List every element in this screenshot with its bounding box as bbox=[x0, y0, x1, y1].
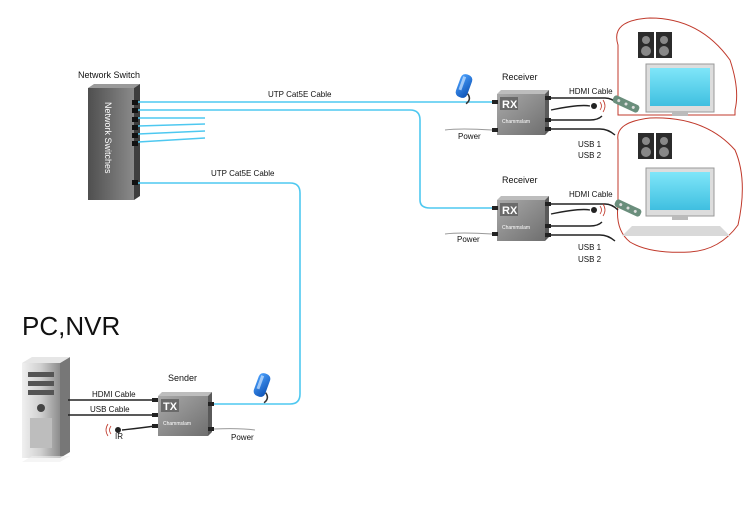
receiver-2-title: Receiver bbox=[502, 175, 538, 185]
receiver-2-usb2: USB 2 bbox=[578, 255, 602, 264]
ir-sensor-icon bbox=[105, 423, 156, 437]
receiver-1-usb2-cable bbox=[551, 128, 616, 136]
sender-usb-label: USB Cable bbox=[90, 405, 130, 414]
receiver-2-hdmi-label: HDMI Cable bbox=[569, 190, 613, 199]
sender-hdmi-label: HDMI Cable bbox=[92, 390, 136, 399]
source-title: PC,NVR bbox=[22, 311, 120, 341]
sender-brand: Chammslam bbox=[163, 421, 191, 427]
sender-title: Sender bbox=[168, 373, 197, 383]
receiver-2-usb1: USB 1 bbox=[578, 243, 602, 252]
speaker-icon bbox=[656, 133, 672, 159]
utp-cable-mid-label: UTP Cat5E Cable bbox=[211, 169, 275, 178]
monitor-icon bbox=[645, 63, 715, 116]
receiver-1-usb1: USB 1 bbox=[578, 140, 602, 149]
receiver-1-peripherals-bubble bbox=[612, 17, 738, 116]
receiver-2-power-cable bbox=[444, 232, 493, 235]
remote-icon bbox=[612, 95, 640, 113]
utp-cable-sender bbox=[138, 182, 301, 405]
network-switch-icon: Network Switches bbox=[88, 84, 140, 200]
receiver-1-usb1-cable bbox=[551, 115, 603, 121]
receiver-2-badge: RX bbox=[502, 205, 518, 217]
receiver-1-brand: Chammslam bbox=[502, 119, 530, 125]
speaker-icon bbox=[638, 32, 654, 58]
pc-tower-icon bbox=[22, 357, 70, 462]
utp-cable-receiver2 bbox=[138, 109, 497, 209]
network-switch-title: Network Switch bbox=[78, 70, 140, 80]
receiver-2-usb1-cable bbox=[551, 221, 603, 227]
sender-power-cable bbox=[213, 428, 256, 431]
receiver-1-hdmi-label: HDMI Cable bbox=[569, 87, 613, 96]
utp-cable-top-label: UTP Cat5E Cable bbox=[268, 90, 332, 99]
receiver-1-power-cable bbox=[444, 128, 493, 131]
speaker-icon bbox=[638, 133, 654, 159]
receiver-2-power-label: Power bbox=[457, 235, 480, 244]
receiver-2-peripherals-bubble bbox=[614, 117, 743, 253]
ir-sensor-icon bbox=[550, 99, 606, 113]
receiver-1-badge: RX bbox=[502, 99, 518, 111]
remote-icon bbox=[614, 199, 642, 217]
tx-device-icon: TX Chammslam bbox=[152, 392, 214, 436]
sender-badge: TX bbox=[163, 401, 178, 413]
speaker-icon bbox=[656, 32, 672, 58]
receiver-1-power-label: Power bbox=[458, 132, 481, 141]
receiver-2-brand: Chammslam bbox=[502, 225, 530, 231]
switch-stub-cables bbox=[137, 117, 206, 143]
rx-device-icon: RX Chammslam bbox=[492, 90, 551, 135]
receiver-1-title: Receiver bbox=[502, 72, 538, 82]
monitor-icon bbox=[622, 167, 730, 236]
sender-power-label: Power bbox=[231, 433, 254, 442]
receiver-1-usb2: USB 2 bbox=[578, 151, 602, 160]
receiver-2-hdmi-cable bbox=[551, 203, 619, 211]
sender-ir-label: IR bbox=[115, 432, 123, 441]
cable-clip-icon bbox=[253, 373, 271, 404]
ir-sensor-icon bbox=[550, 203, 606, 217]
rx-device-icon: RX Chammslam bbox=[492, 196, 551, 241]
network-switch-side-label: Network Switches bbox=[103, 102, 113, 174]
receiver-2-usb2-cable bbox=[551, 234, 616, 242]
receiver-1-hdmi-cable bbox=[551, 97, 619, 105]
cable-clip-icon bbox=[455, 74, 473, 105]
